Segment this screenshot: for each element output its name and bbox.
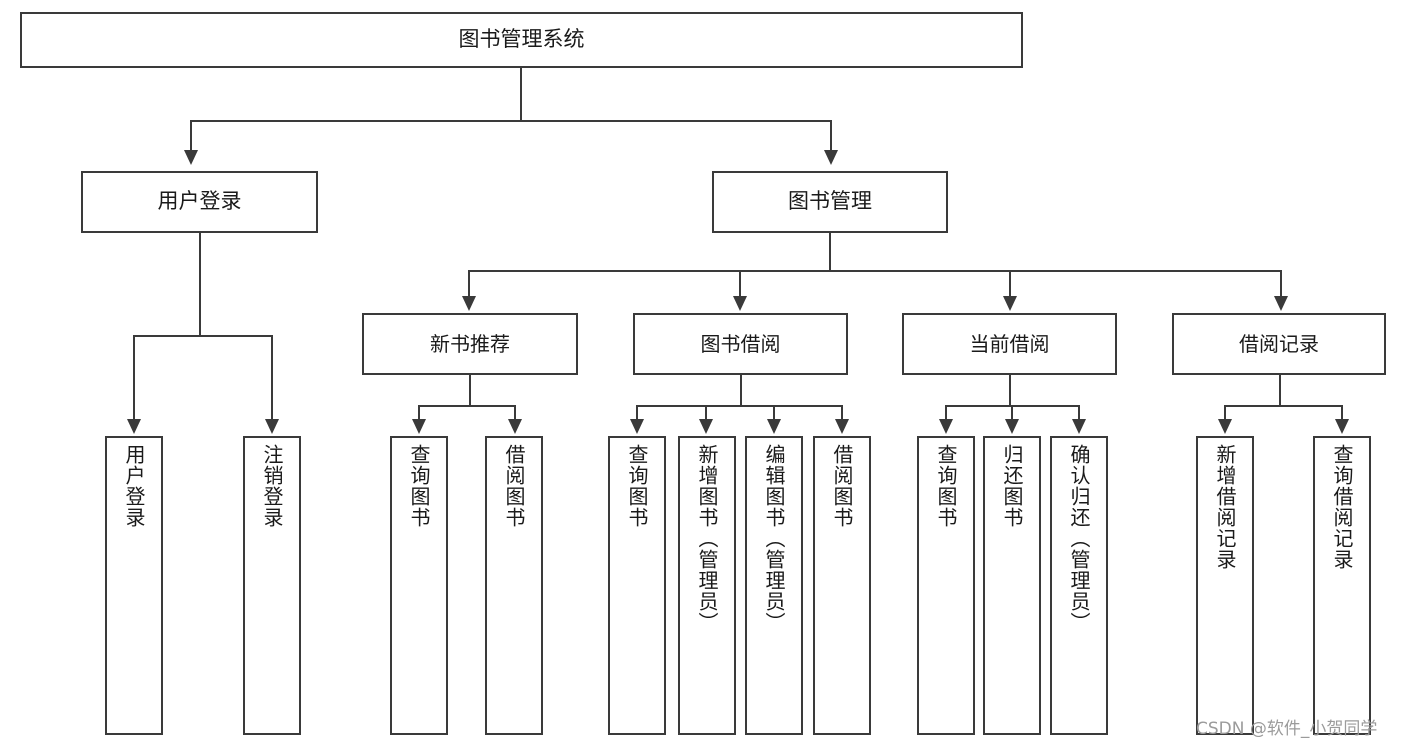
connector-bb-bus bbox=[636, 405, 843, 407]
node-label: 图书借阅 bbox=[700, 331, 781, 356]
arrow-leaf-add-record bbox=[1218, 419, 1232, 434]
connector-bb-stem bbox=[740, 375, 742, 405]
arrow-leaf-borrow-book-1 bbox=[508, 419, 522, 434]
connector-br-stem bbox=[1279, 375, 1281, 405]
node-leaf-query-record[interactable]: 查询借阅记录 bbox=[1313, 436, 1371, 735]
node-label: 新增图书（管理员） bbox=[695, 444, 719, 633]
connector-drop-leaf-add-book bbox=[705, 405, 707, 421]
connector-drop-book-management bbox=[830, 120, 832, 152]
node-label: 注销登录 bbox=[260, 444, 284, 528]
connector-br-bus bbox=[1224, 405, 1342, 407]
connector-drop-leaf-borrow-book-2 bbox=[841, 405, 843, 421]
arrow-leaf-edit-book bbox=[767, 419, 781, 434]
connector-nbr-bus bbox=[418, 405, 516, 407]
connector-drop-leaf-edit-book bbox=[773, 405, 775, 421]
connector-nbr-stem bbox=[469, 375, 471, 405]
arrow-leaf-return-book bbox=[1005, 419, 1019, 434]
arrow-leaf-query-book-2 bbox=[630, 419, 644, 434]
node-label: 查询图书 bbox=[407, 444, 431, 528]
connector-drop-leaf-add-record bbox=[1224, 405, 1226, 421]
node-label: 借阅图书 bbox=[830, 444, 854, 528]
node-label: 查询图书 bbox=[625, 444, 649, 528]
arrow-leaf-add-book bbox=[699, 419, 713, 434]
connector-drop-leaf-return-book bbox=[1011, 405, 1013, 421]
connector-user-login-bus bbox=[133, 335, 273, 337]
arrow-new-book-recommend bbox=[462, 296, 476, 311]
node-root-book-management-system[interactable]: 图书管理系统 bbox=[20, 12, 1023, 68]
node-label: 查询借阅记录 bbox=[1330, 444, 1354, 570]
node-leaf-query-book-1[interactable]: 查询图书 bbox=[390, 436, 448, 735]
node-leaf-borrow-book-2[interactable]: 借阅图书 bbox=[813, 436, 871, 735]
connector-drop-new-book-recommend bbox=[468, 270, 470, 298]
connector-drop-leaf-confirm-return bbox=[1078, 405, 1080, 421]
node-label: 编辑图书（管理员） bbox=[762, 444, 786, 633]
connector-book-management-stem bbox=[829, 233, 831, 270]
node-borrow-record[interactable]: 借阅记录 bbox=[1172, 313, 1386, 375]
node-leaf-query-book-3[interactable]: 查询图书 bbox=[917, 436, 975, 735]
arrow-leaf-query-book-3 bbox=[939, 419, 953, 434]
connector-drop-leaf-borrow-book-1 bbox=[514, 405, 516, 421]
node-label: 借阅图书 bbox=[502, 444, 526, 528]
arrow-leaf-query-book-1 bbox=[412, 419, 426, 434]
node-current-borrow[interactable]: 当前借阅 bbox=[902, 313, 1117, 375]
connector-drop-leaf-query-record bbox=[1341, 405, 1343, 421]
connector-drop-leaf-query-book-3 bbox=[945, 405, 947, 421]
node-label: 图书管理 bbox=[788, 189, 872, 214]
arrow-book-borrow bbox=[733, 296, 747, 311]
connector-drop-book-borrow bbox=[739, 270, 741, 298]
node-leaf-borrow-book-1[interactable]: 借阅图书 bbox=[485, 436, 543, 735]
arrow-leaf-user-login bbox=[127, 419, 141, 434]
node-label: 借阅记录 bbox=[1239, 331, 1319, 356]
node-leaf-add-record[interactable]: 新增借阅记录 bbox=[1196, 436, 1254, 735]
connector-root-bus bbox=[190, 120, 832, 122]
arrow-leaf-query-record bbox=[1335, 419, 1349, 434]
node-leaf-confirm-return[interactable]: 确认归还（管理员） bbox=[1050, 436, 1108, 735]
connector-cb-stem bbox=[1009, 375, 1011, 405]
connector-drop-leaf-user-login bbox=[133, 335, 135, 421]
node-leaf-user-login[interactable]: 用户登录 bbox=[105, 436, 163, 735]
node-label: 当前借阅 bbox=[969, 331, 1050, 356]
arrow-leaf-confirm-return bbox=[1072, 419, 1086, 434]
node-label: 图书管理系统 bbox=[458, 27, 585, 52]
connector-drop-current-borrow bbox=[1009, 270, 1011, 298]
node-leaf-query-book-2[interactable]: 查询图书 bbox=[608, 436, 666, 735]
node-label: 用户登录 bbox=[122, 444, 146, 528]
node-label: 新书推荐 bbox=[430, 331, 510, 356]
node-label: 确认归还（管理员） bbox=[1067, 444, 1091, 633]
connector-root-stem bbox=[520, 68, 522, 120]
arrow-current-borrow bbox=[1003, 296, 1017, 311]
node-user-login[interactable]: 用户登录 bbox=[81, 171, 318, 233]
connector-level2-bus bbox=[468, 270, 1282, 272]
connector-drop-leaf-query-book-1 bbox=[418, 405, 420, 421]
node-label: 用户登录 bbox=[157, 189, 242, 214]
node-leaf-return-book[interactable]: 归还图书 bbox=[983, 436, 1041, 735]
node-book-borrow[interactable]: 图书借阅 bbox=[633, 313, 848, 375]
node-leaf-logout[interactable]: 注销登录 bbox=[243, 436, 301, 735]
arrow-borrow-record bbox=[1274, 296, 1288, 311]
node-label: 归还图书 bbox=[1000, 444, 1024, 528]
node-leaf-edit-book[interactable]: 编辑图书（管理员） bbox=[745, 436, 803, 735]
node-leaf-add-book[interactable]: 新增图书（管理员） bbox=[678, 436, 736, 735]
arrow-user-login bbox=[184, 150, 198, 165]
node-book-management[interactable]: 图书管理 bbox=[712, 171, 948, 233]
connector-drop-user-login bbox=[190, 120, 192, 152]
arrow-book-management bbox=[824, 150, 838, 165]
connector-drop-leaf-query-book-2 bbox=[636, 405, 638, 421]
node-new-book-recommend[interactable]: 新书推荐 bbox=[362, 313, 578, 375]
node-label: 新增借阅记录 bbox=[1213, 444, 1237, 570]
connector-drop-leaf-logout bbox=[271, 335, 273, 421]
connector-drop-borrow-record bbox=[1280, 270, 1282, 298]
connector-user-login-stem bbox=[199, 233, 201, 335]
arrow-leaf-borrow-book-2 bbox=[835, 419, 849, 434]
node-label: 查询图书 bbox=[934, 444, 958, 528]
arrow-leaf-logout bbox=[265, 419, 279, 434]
